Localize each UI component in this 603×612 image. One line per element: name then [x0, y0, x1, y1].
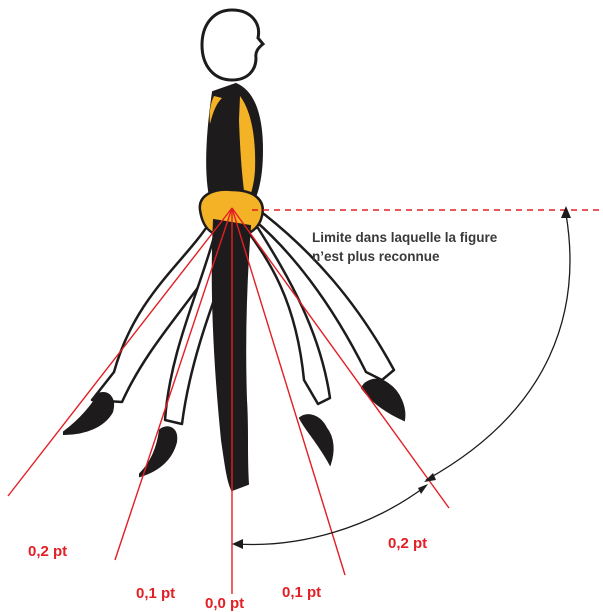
annotation-line-1: Limite dans laquelle la figure	[312, 228, 497, 247]
arrowhead-mid-upper	[424, 473, 436, 482]
label-center: 0,0 pt	[205, 595, 244, 612]
limit-annotation: Limite dans laquelle la figure n’est plu…	[312, 228, 497, 266]
arrowhead-mid-lower	[418, 484, 428, 494]
arrowhead-top	[561, 206, 571, 218]
angle-line-left	[115, 208, 232, 560]
label-right: 0,1 pt	[282, 584, 321, 601]
label-far-left: 0,2 pt	[28, 543, 67, 560]
annotation-line-2: n’est plus reconnue	[312, 247, 497, 266]
label-left: 0,1 pt	[136, 585, 175, 602]
figure-head	[202, 10, 263, 80]
arrowhead-center	[232, 539, 243, 549]
label-far-right: 0,2 pt	[388, 535, 427, 552]
